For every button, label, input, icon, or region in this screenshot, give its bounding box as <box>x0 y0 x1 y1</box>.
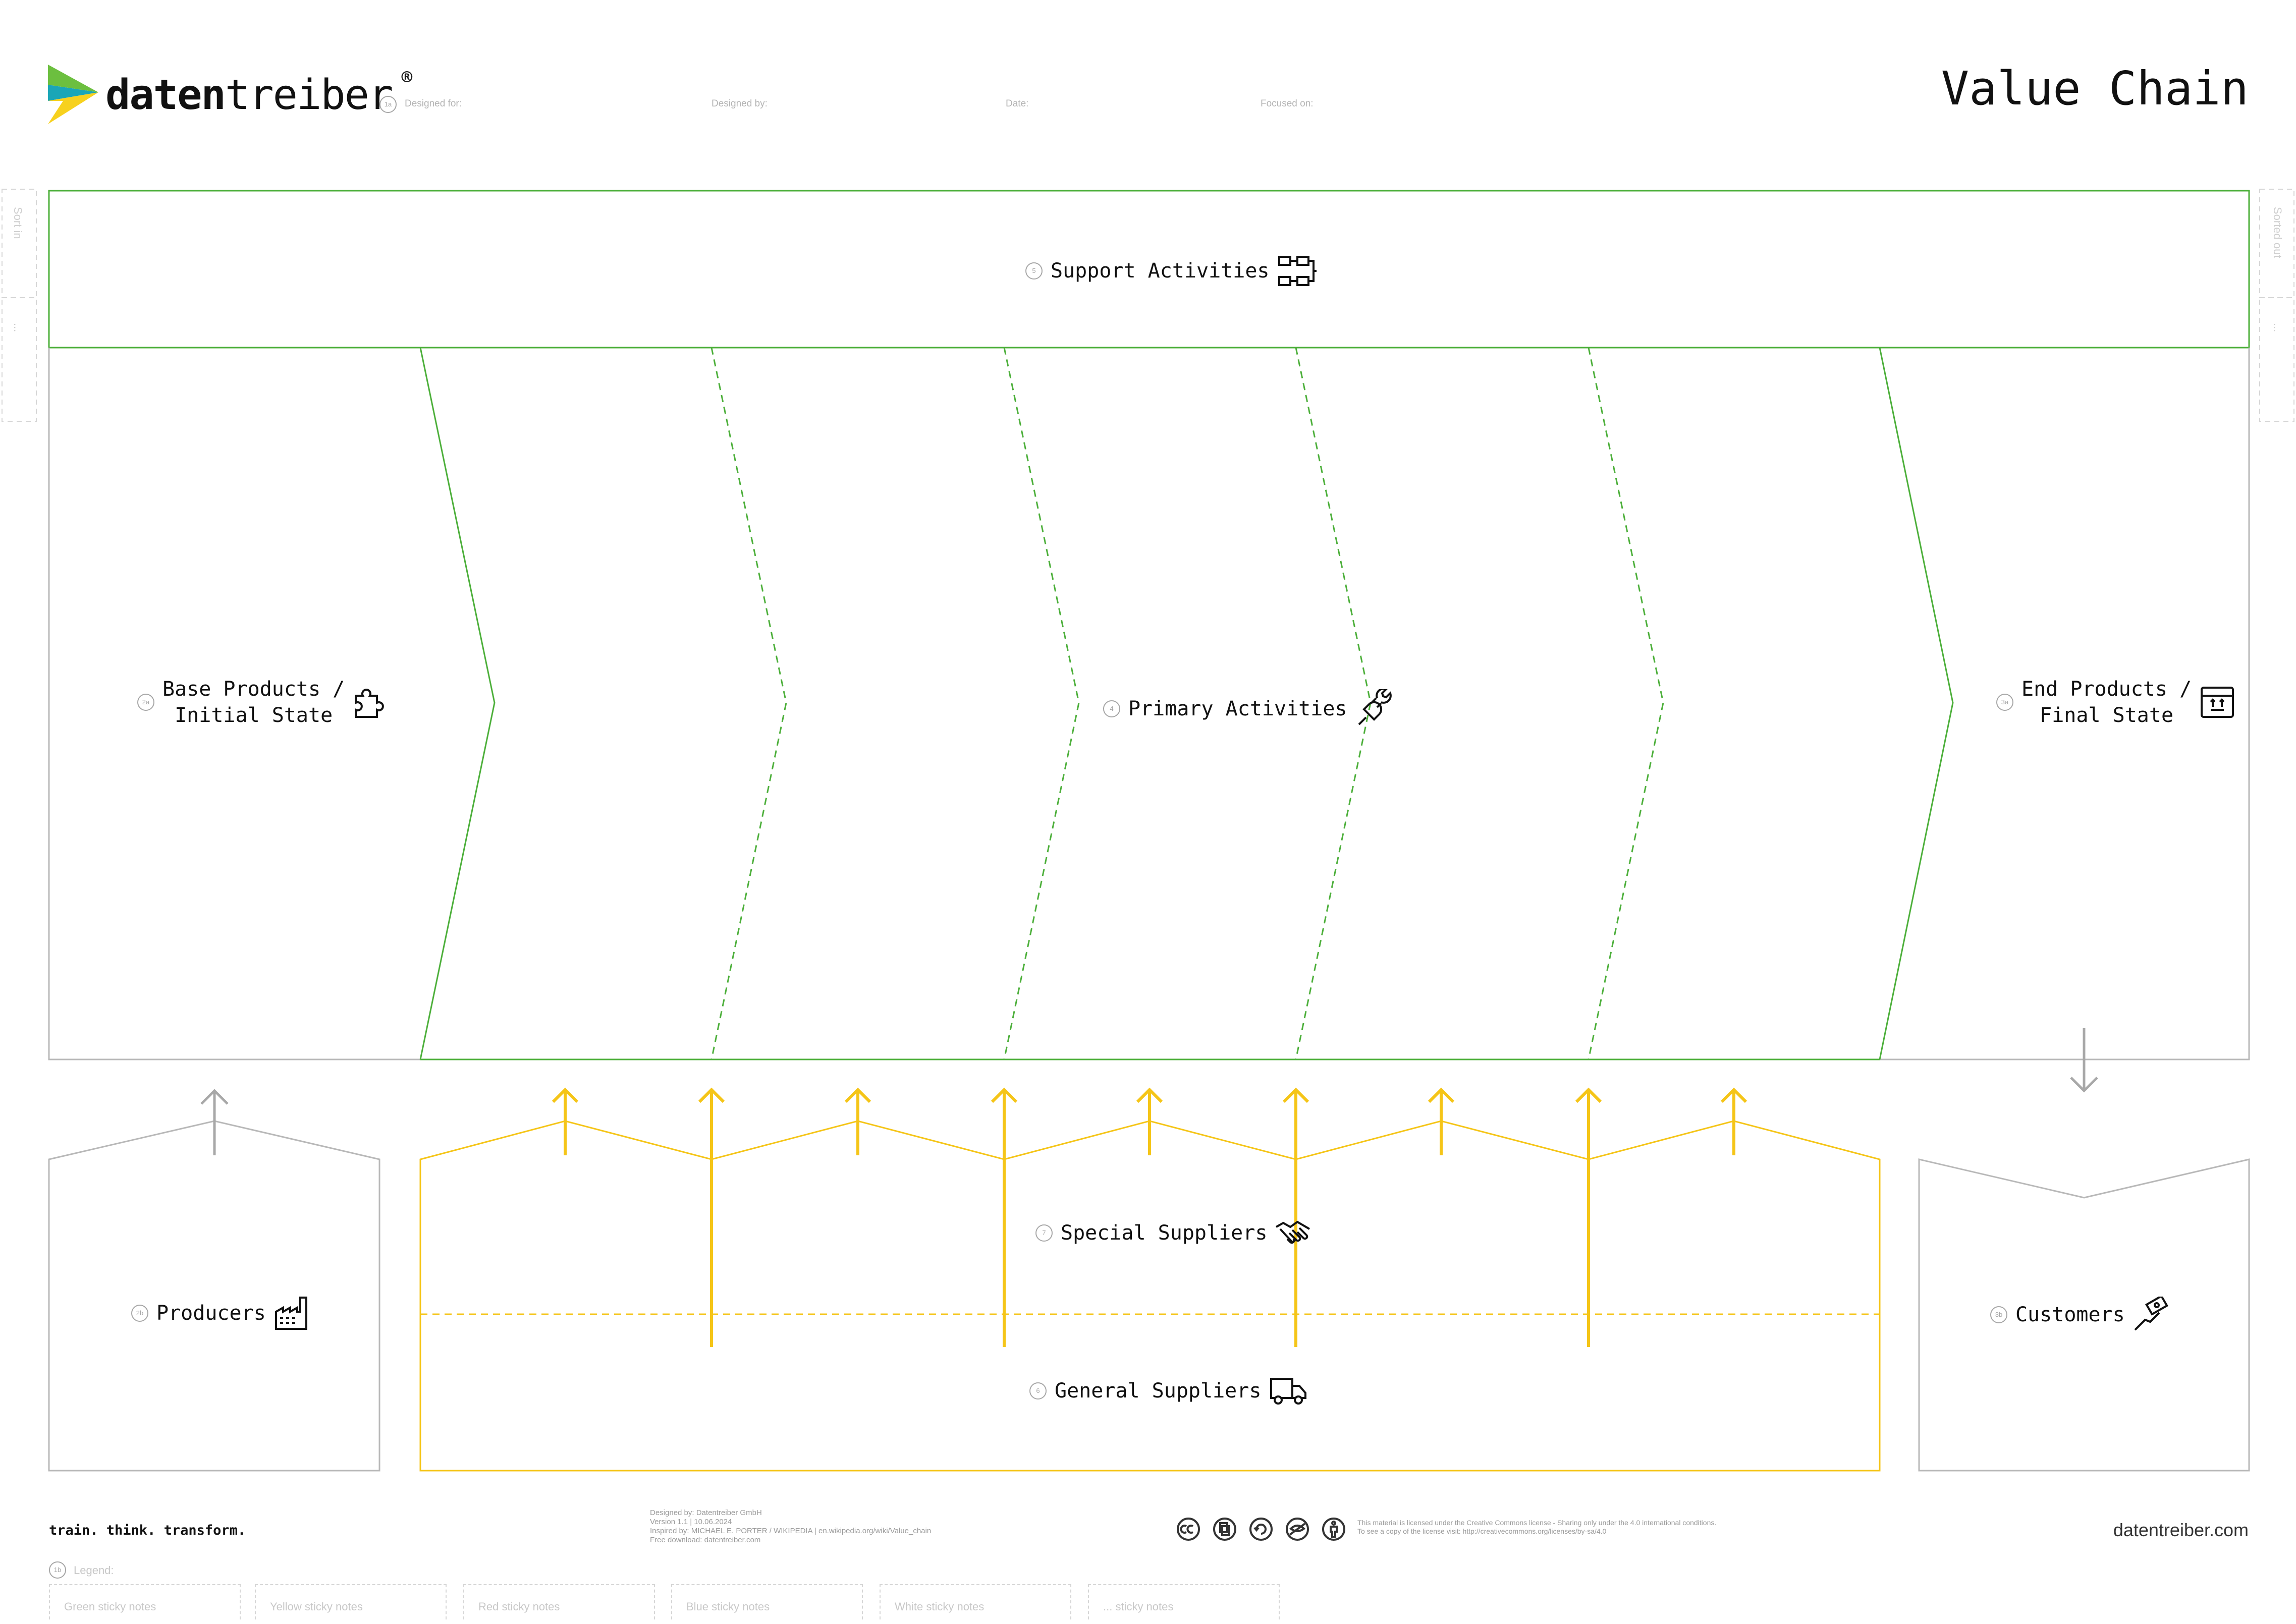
special-supplier-arrows <box>552 1087 1747 1155</box>
base-products-line2: Initial State <box>175 704 333 727</box>
producers-label[interactable]: 2b Producers <box>131 1296 309 1331</box>
side-tab-right-extra[interactable]: ... <box>2271 323 2284 332</box>
support-activities-label[interactable]: 5 Support Activities <box>1025 255 1318 287</box>
base-products-title: Base Products / Initial State <box>162 676 345 729</box>
side-tab-left-extra[interactable]: ... <box>12 323 24 332</box>
credit-version: Version 1.1 | 10.06.2024 <box>650 1518 732 1526</box>
sorted-out-tab[interactable]: Sorted out <box>2271 207 2284 258</box>
footer-credits: Designed by: Datentreiber GmbH Version 1… <box>650 1508 931 1545</box>
legend-blue-sticky[interactable]: Blue sticky notes <box>671 1584 863 1619</box>
chevron-dividers <box>710 347 1664 1060</box>
brand-name-bold: treiber <box>225 71 394 119</box>
end-products-title: End Products / Final State <box>2021 676 2192 729</box>
primary-activities-label[interactable]: 4 Primary Activities <box>1103 689 1394 729</box>
base-products-line1: Base Products / <box>162 678 345 701</box>
customers-arrow <box>2070 1028 2098 1093</box>
producers-arrow <box>200 1089 229 1155</box>
end-products-number: 3a <box>1996 694 2013 711</box>
cc-icon <box>1177 1518 1200 1541</box>
plug-wrench-icon <box>1358 689 1392 725</box>
designed-for-label[interactable]: Designed for: <box>405 98 462 109</box>
legend-badge: 1b <box>49 1561 66 1579</box>
puzzle-icon <box>355 689 385 718</box>
focused-on-label[interactable]: Focused on: <box>1261 98 1314 109</box>
brand-name-light: daten <box>105 71 226 119</box>
side-tabs <box>2 189 2294 422</box>
producers-title: Producers <box>156 1302 266 1325</box>
datentreiber-logo-mark-icon <box>48 65 98 124</box>
general-suppliers-number: 6 <box>1029 1382 1047 1399</box>
chevron-left-edge <box>419 347 496 1060</box>
support-activities-title: Support Activities <box>1051 259 1270 283</box>
suppliers-box <box>419 1120 1881 1472</box>
noncommercial-icon <box>1286 1518 1309 1541</box>
legend-green-sticky[interactable]: Green sticky notes <box>49 1584 241 1619</box>
credit-designed-by: Designed by: Datentreiber GmbH <box>650 1508 762 1517</box>
support-activities-box <box>48 190 2250 349</box>
page-title: Value Chain <box>1941 62 2249 116</box>
credit-inspired-by[interactable]: Inspired by: MICHAEL E. PORTER / WIKIPED… <box>650 1527 932 1535</box>
end-products-label[interactable]: 3a End Products / Final State <box>1996 676 2235 729</box>
brand-logo[interactable]: datentreiber ® <box>48 65 414 125</box>
website-link[interactable]: datentreiber.com <box>2113 1520 2249 1540</box>
producers-number: 2b <box>131 1305 148 1322</box>
general-suppliers-title: General Suppliers <box>1055 1379 1262 1403</box>
customers-box <box>1918 1158 2250 1472</box>
legend-yellow-sticky[interactable]: Yellow sticky notes <box>255 1584 447 1619</box>
license-text: This material is licensed under the Crea… <box>1357 1519 1716 1536</box>
general-supplier-arrows <box>698 1087 1602 1347</box>
handshake-icon <box>1276 1220 1310 1244</box>
license-icons[interactable] <box>1176 1517 1346 1542</box>
legend-label: Legend: <box>74 1564 114 1577</box>
truck-icon <box>1270 1378 1307 1405</box>
copy-icon <box>1213 1518 1236 1541</box>
sort-in-tab[interactable]: Sort in <box>12 207 24 239</box>
general-suppliers-label[interactable]: 6 General Suppliers <box>1029 1376 1307 1406</box>
special-suppliers-title: Special Suppliers <box>1061 1221 1268 1245</box>
package-box-icon <box>2201 687 2234 718</box>
legend-red-sticky[interactable]: Red sticky notes <box>463 1584 655 1619</box>
legend-white-sticky[interactable]: White sticky notes <box>880 1584 1071 1619</box>
legend-other-sticky[interactable]: ... sticky notes <box>1088 1584 1280 1619</box>
credit-download[interactable]: Free download: datentreiber.com <box>650 1536 761 1544</box>
registered-mark: ® <box>399 69 415 86</box>
primary-activities-title: Primary Activities <box>1128 697 1347 720</box>
primary-activities-number: 4 <box>1103 700 1120 717</box>
end-products-line1: End Products / <box>2021 678 2192 701</box>
date-label[interactable]: Date: <box>1006 98 1029 109</box>
chevron-right-edge <box>1879 347 1954 1060</box>
customers-title: Customers <box>2015 1303 2125 1326</box>
remix-icon <box>1249 1518 1273 1541</box>
factory-icon <box>275 1297 307 1330</box>
base-products-label[interactable]: 2a Base Products / Initial State <box>137 676 385 729</box>
money-hand-icon <box>2134 1297 2168 1331</box>
license-line-2[interactable]: To see a copy of the license visit: http… <box>1357 1527 1607 1535</box>
end-products-line2: Final State <box>2040 704 2174 727</box>
customers-label[interactable]: 3b Customers <box>1990 1297 2169 1333</box>
license-line-1: This material is licensed under the Crea… <box>1357 1519 1717 1527</box>
designed-by-label[interactable]: Designed by: <box>712 98 768 109</box>
customers-number: 3b <box>1990 1306 2007 1323</box>
special-suppliers-number: 7 <box>1035 1224 1053 1242</box>
attribution-icon <box>1322 1518 1345 1541</box>
producers-box <box>48 1120 380 1472</box>
process-flow-icon <box>1278 256 1317 286</box>
designed-for-badge: 1a <box>379 96 397 113</box>
base-products-number: 2a <box>137 694 154 711</box>
support-activities-number: 5 <box>1025 262 1043 279</box>
special-suppliers-label[interactable]: 7 Special Suppliers <box>1035 1217 1310 1249</box>
footer-tagline: train. think. transform. <box>49 1523 246 1538</box>
